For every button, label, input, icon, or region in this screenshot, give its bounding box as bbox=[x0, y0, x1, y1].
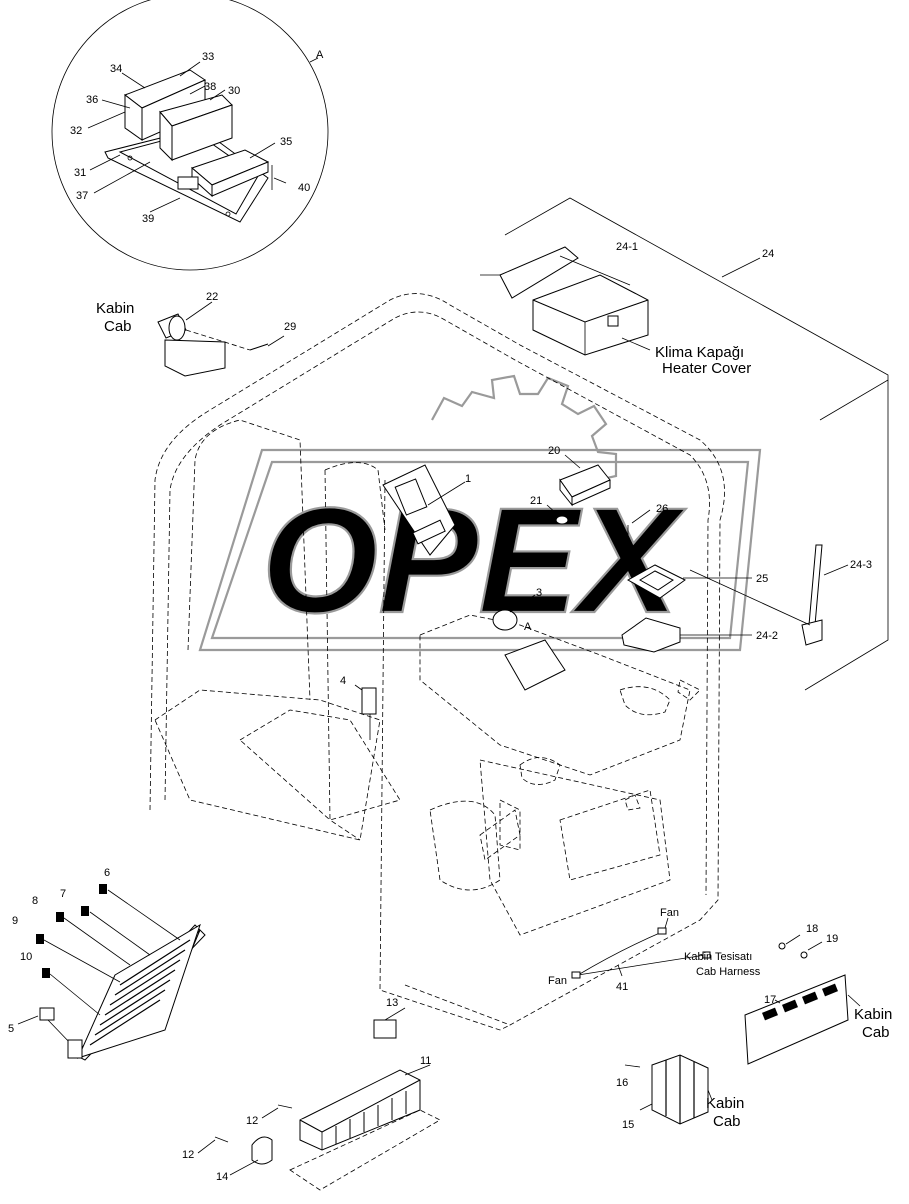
callout-17: 17 bbox=[764, 994, 776, 1006]
label-harness-en: Cab Harness bbox=[696, 966, 761, 978]
callout-15: 15 bbox=[622, 1119, 634, 1131]
callout-29: 29 bbox=[284, 321, 296, 333]
label-cab-b: Cab bbox=[713, 1113, 741, 1130]
callout-24-2: 24-2 bbox=[756, 630, 778, 642]
callout-11: 11 bbox=[420, 1055, 431, 1067]
cab-frame bbox=[149, 293, 725, 1031]
label-cab-tl: Cab bbox=[104, 318, 132, 335]
callout-30: 30 bbox=[228, 85, 240, 97]
callout-9: 9 bbox=[12, 915, 18, 927]
callout-4: 4 bbox=[340, 675, 346, 687]
callout-26: 26 bbox=[656, 503, 668, 515]
callout-20: 20 bbox=[548, 445, 560, 457]
callout-25: 25 bbox=[756, 573, 768, 585]
part-24-2-filter bbox=[621, 617, 752, 653]
callout-24: 24 bbox=[762, 248, 774, 260]
part-24-group bbox=[480, 197, 889, 691]
callout-16: 16 bbox=[616, 1077, 628, 1089]
label-klima: Klima Kapağı bbox=[655, 344, 744, 361]
callout-12b: 12 bbox=[182, 1149, 194, 1161]
callout-40: 40 bbox=[298, 182, 310, 194]
label-kabin-b: Kabin bbox=[706, 1095, 744, 1112]
part-15-relay bbox=[624, 1054, 713, 1125]
watermark: OPEX bbox=[198, 374, 762, 652]
callout-36: 36 bbox=[86, 94, 98, 106]
callout-5: 5 bbox=[8, 1023, 14, 1035]
callout-22: 22 bbox=[206, 291, 218, 303]
callout-39: 39 bbox=[142, 213, 154, 225]
label-kabin-tl: Kabin bbox=[96, 300, 134, 317]
callout-19: 19 bbox=[826, 933, 838, 945]
watermark-text: OPEX bbox=[262, 476, 687, 644]
part-22-29 bbox=[157, 301, 285, 377]
callout-3: 3 bbox=[536, 587, 542, 599]
part-1-monitor bbox=[382, 464, 466, 556]
part-20-21-26 bbox=[546, 454, 651, 540]
label-harness-tr: Kabin Tesisatı bbox=[684, 951, 752, 963]
callout-24-1: 24-1 bbox=[616, 241, 638, 253]
callout-7: 7 bbox=[60, 888, 66, 900]
callout-8: 8 bbox=[32, 895, 38, 907]
label-fan-2: Fan bbox=[548, 975, 567, 987]
callout-12a: 12 bbox=[246, 1115, 258, 1127]
detail-ref-a: A bbox=[524, 621, 532, 633]
callout-24-3: 24-3 bbox=[850, 559, 872, 571]
callout-37: 37 bbox=[76, 190, 88, 202]
callout-14: 14 bbox=[216, 1171, 228, 1183]
detail-marker: A bbox=[316, 49, 324, 61]
callout-6: 6 bbox=[104, 867, 110, 879]
callout-1: 1 bbox=[465, 473, 471, 485]
callout-31: 31 bbox=[74, 167, 86, 179]
callout-32: 32 bbox=[70, 125, 82, 137]
detail-view-a bbox=[51, 0, 329, 271]
part-4 bbox=[354, 684, 377, 740]
part-3-joystick bbox=[492, 594, 566, 691]
part-grille-panel bbox=[17, 884, 206, 1061]
part-41-harness bbox=[571, 917, 711, 979]
part-fuse-box bbox=[197, 1007, 441, 1191]
label-heater: Heater Cover bbox=[662, 360, 751, 377]
callout-33: 33 bbox=[202, 51, 214, 63]
callout-10: 10 bbox=[20, 951, 32, 963]
callout-38: 38 bbox=[204, 81, 216, 93]
callout-41: 41 bbox=[616, 981, 628, 993]
label-cab-r: Cab bbox=[862, 1024, 890, 1041]
callout-35: 35 bbox=[280, 136, 292, 148]
callout-13: 13 bbox=[386, 997, 398, 1009]
callout-21: 21 bbox=[530, 495, 542, 507]
part-25-filter bbox=[626, 564, 811, 626]
callout-34: 34 bbox=[110, 63, 122, 75]
part-17-panel bbox=[744, 934, 861, 1065]
label-kabin-r: Kabin bbox=[854, 1006, 892, 1023]
label-fan-1: Fan bbox=[660, 907, 679, 919]
callout-18: 18 bbox=[806, 923, 818, 935]
